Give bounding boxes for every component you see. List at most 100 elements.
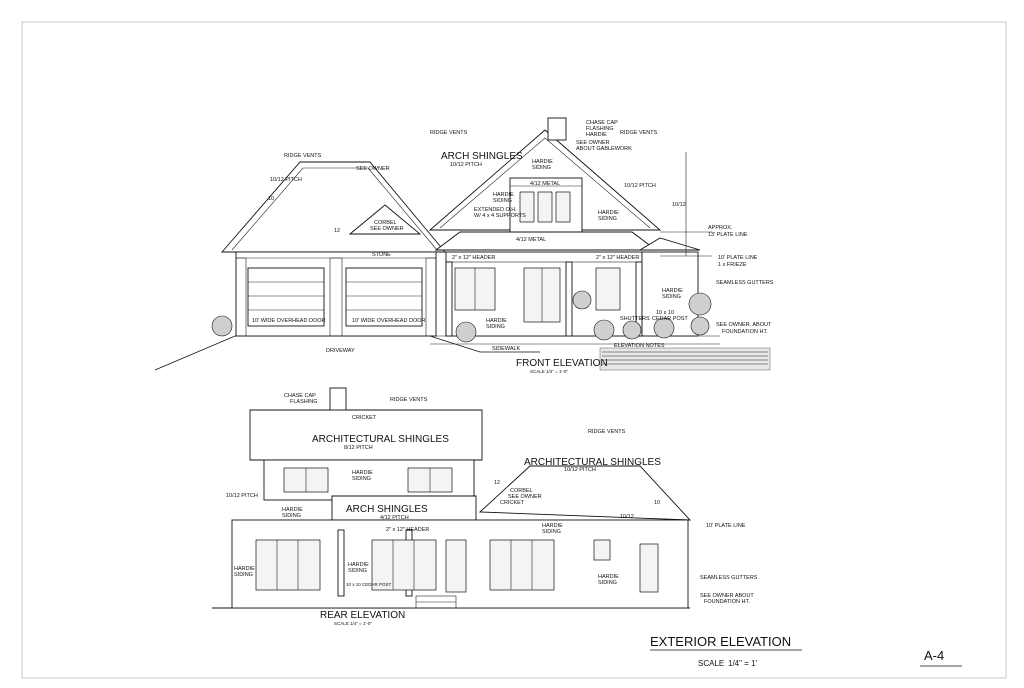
front-pitch-12: 12 [334, 228, 340, 234]
rear-corbel-2: SEE OWNER [508, 494, 542, 500]
rear-siding-upper: SIDING [352, 476, 371, 482]
rear-architectural-shingles-main: ARCHITECTURAL SHINGLES [312, 434, 449, 445]
front-hardie-right: HARDIE [598, 210, 619, 216]
front-siding-right: SIDING [598, 216, 617, 222]
front-approx-plate-2: 13' PLATE LINE [708, 232, 748, 238]
front-elevation-notes: ELEVATION NOTES [614, 343, 665, 349]
front-seamless-gutters: SEAMLESS GUTTERS [716, 280, 774, 286]
front-see-owner-found-1: SEE OWNER, ABOUT [716, 322, 772, 328]
front-cedar-post-1: 10 x 10 [656, 310, 674, 316]
front-hardie-porch: HARDIE [486, 318, 507, 324]
front-metal-porch: 4/12 METAL [516, 237, 546, 243]
front-see-owner-gablework-2: ABOUT GABLEWORK [576, 146, 632, 152]
front-approx-plate-1: APPROX. [708, 225, 733, 231]
rear-ridge-vents-left: RIDGE VENTS [390, 397, 428, 403]
front-elevation-title: FRONT ELEVATION [516, 358, 608, 369]
front-frieze: 1 x FRIEZE [718, 262, 747, 268]
front-siding-left: SIDING [493, 198, 512, 204]
front-pitch-10: 10 [268, 196, 274, 202]
rear-plate-line: 10' PLATE LINE [706, 523, 746, 529]
rear-pitch-left: 10/12 PITCH [226, 493, 258, 499]
sheet-scale-label: SCALE [698, 659, 724, 668]
front-pitch-left: 10/12 PITCH [270, 177, 302, 183]
front-driveway: DRIVEWAY [326, 348, 355, 354]
front-flashing: FLASHING [586, 126, 614, 132]
front-shutters: SHUTTERS [620, 316, 650, 322]
front-see-owner-gablework-1: SEE OWNER [576, 140, 610, 146]
front-corbel-2: SEE OWNER [370, 226, 404, 232]
rear-flashing: FLASHING [290, 399, 318, 405]
front-header-left: 2" x 12" HEADER [452, 255, 495, 261]
front-see-owner-left: SEE OWNER [356, 166, 390, 172]
front-ridge-vents-left: RIDGE VENTS [284, 153, 322, 159]
rear-seamless-gutters: SEAMLESS GUTTERS [700, 575, 758, 581]
front-hardie-left: HARDIE [493, 192, 514, 198]
rear-hardie-right: HARDIE [542, 523, 563, 529]
front-hardie-chimney: HARDIE [586, 132, 607, 138]
rear-cedar-post: 10 x 10 CEDAR POST [346, 582, 392, 587]
rear-architectural-shingles-right: ARCHITECTURAL SHINGLES [524, 457, 661, 468]
rear-elevation-scale: SCALE 1/4" = 1'-0" [334, 621, 372, 626]
rear-pitch-10: 10 [654, 500, 660, 506]
front-siding-top: SIDING [532, 165, 551, 171]
elevation-notes-block [599, 347, 771, 371]
front-ridge-vents-right: RIDGE VENTS [620, 130, 658, 136]
rear-pitch-arch: 4/12 PITCH [380, 515, 409, 521]
rear-siding-right: SIDING [542, 529, 561, 535]
sheet-border [21, 21, 1007, 679]
front-header-right: 2" x 12" HEADER [596, 255, 639, 261]
rear-pitch-12: 12 [494, 480, 500, 486]
front-hardie-top: HARDIE [532, 159, 553, 165]
rear-hardie-mid: HARDIE [282, 507, 303, 513]
front-chase-cap: CHASE CAP [586, 120, 618, 126]
rear-see-owner-2: FOUNDATION HT. [704, 599, 750, 605]
rear-elevation: CHASE CAP FLASHING RIDGE VENTS RIDGE VEN… [212, 387, 758, 626]
rear-siding-center: SIDING [348, 568, 367, 574]
rear-arch-shingles: ARCH SHINGLES [346, 504, 428, 515]
front-pitch-right: 10/12 PITCH [624, 183, 656, 189]
front-extended-oh-1: EXTENDED O.H. [474, 207, 517, 213]
front-pitch-arch: 10/12 PITCH [450, 162, 482, 168]
rear-hardie-garage: HARDIE [598, 574, 619, 580]
rear-ridge-vents-right: RIDGE VENTS [588, 429, 626, 435]
sheet-title: EXTERIOR ELEVATION [650, 634, 791, 649]
rear-chase-cap: CHASE CAP [284, 393, 316, 399]
sheet-number: A-4 [924, 648, 944, 663]
rear-header: 2" x 12" HEADER [386, 527, 429, 533]
front-arch-shingles: ARCH SHINGLES [441, 151, 523, 162]
rear-see-owner-1: SEE OWNER ABOUT [700, 593, 754, 599]
rear-hardie-center: HARDIE [348, 562, 369, 568]
rear-ten-twelve: 10/12 [620, 514, 634, 520]
rear-siding-left: SIDING [234, 572, 253, 578]
front-sidewalk: SIDEWALK [492, 346, 521, 352]
sheet-scale-value: 1/4" = 1' [728, 659, 758, 668]
front-elevation-scale: SCALE 1/4" = 1'-0" [530, 369, 568, 374]
rear-cricket-2: CRICKET [500, 500, 525, 506]
rear-hardie-left: HARDIE [234, 566, 255, 572]
front-garage-door-right: 10' WIDE OVERHEAD DOOR [352, 318, 426, 324]
rear-elevation-title: REAR ELEVATION [320, 610, 405, 621]
front-extended-oh-2: W/ 4 x 4 SUPPORTS [474, 213, 526, 219]
rear-siding-mid: SIDING [282, 513, 301, 519]
front-siding-porch: SIDING [486, 324, 505, 330]
front-stone: STONE [372, 252, 391, 258]
rear-hardie-upper: HARDIE [352, 470, 373, 476]
rear-cricket: CRICKET [352, 415, 377, 421]
front-cedar-post-2: CEDAR POST [652, 316, 688, 322]
front-hardie-far-right: HARDIE [662, 288, 683, 294]
front-plate-line: 10' PLATE LINE [718, 255, 758, 261]
front-see-owner-found-2: FOUNDATION HT. [722, 329, 768, 335]
front-siding-far-right: SIDING [662, 294, 681, 300]
front-ten-twelve-right: 10/12 [672, 202, 686, 208]
rear-siding-garage: SIDING [598, 580, 617, 586]
rear-corbel-1: CORBEL [510, 488, 533, 494]
front-elevation: RIDGE VENTS SEE OWNER RIDGE VENTS RIDGE … [154, 117, 774, 374]
front-garage-door-left: 10' WIDE OVERHEAD DOOR [252, 318, 326, 324]
front-ridge-vents-center: RIDGE VENTS [430, 130, 468, 136]
title-block: EXTERIOR ELEVATION SCALE 1/4" = 1' A-4 [650, 634, 962, 668]
front-metal-top: 4/12 METAL [530, 181, 560, 187]
rear-pitch-right: 10/12 PITCH [564, 467, 596, 473]
rear-pitch-main: 8/12 PITCH [344, 445, 373, 451]
